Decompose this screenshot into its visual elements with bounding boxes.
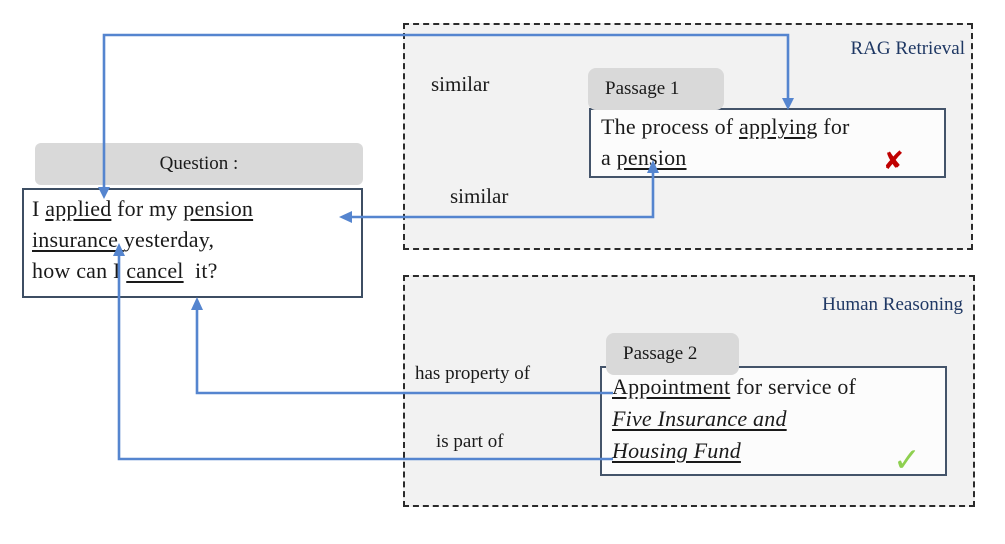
question-text-line: I applied for my pension	[32, 193, 353, 224]
question-text-line: insurance yesterday,	[32, 224, 353, 255]
rag-panel-title: RAG Retrieval	[850, 38, 965, 59]
underlined-term: pension	[183, 196, 254, 221]
passage-2-box: Appointment for service of Five Insuranc…	[600, 366, 947, 476]
underlined-term: cancel	[126, 258, 184, 283]
underlined-term: Appointment	[612, 374, 731, 399]
human-reasoning-panel: Human Reasoning has property of is part …	[403, 275, 975, 507]
relation-label-is-part-of: is part of	[436, 431, 504, 452]
underlined-term: applying	[739, 114, 818, 139]
text-segment: how can I	[32, 258, 127, 283]
incorrect-cross-icon: ✘	[882, 146, 904, 175]
passage-1-tab: Passage 1	[588, 68, 724, 110]
underlined-term: pension	[616, 145, 687, 170]
text-segment: yesterday,	[123, 227, 215, 252]
question-label: Question :	[35, 143, 363, 185]
text-segment: I	[32, 196, 46, 221]
rag-retrieval-panel: RAG Retrieval similar similar Passage 1 …	[403, 23, 973, 250]
relation-label-similar-top: similar	[431, 72, 490, 96]
underlined-italic-term: Housing Fund	[612, 438, 741, 463]
passage-2-tab: Passage 2	[606, 333, 739, 375]
underlined-term: applied	[45, 196, 112, 221]
passage-1-box: The process of applying for a pension ✘	[589, 108, 946, 178]
text-segment: a	[601, 145, 617, 170]
underlined-italic-term: Five Insurance and	[612, 406, 787, 431]
underlined-term: insurance	[32, 227, 124, 252]
text-segment: it?	[183, 258, 218, 283]
relation-label-has-property-of: has property of	[415, 363, 531, 384]
human-panel-title: Human Reasoning	[822, 294, 963, 315]
passage-text-line: Appointment for service of	[612, 371, 935, 403]
relation-label-similar-bottom: similar	[450, 184, 509, 208]
arrowhead-up-cancel	[191, 297, 203, 310]
correct-check-icon: ✓	[893, 440, 921, 479]
text-segment: The process of	[601, 114, 740, 139]
question-box: I applied for my pension insurance yeste…	[22, 188, 363, 298]
text-segment: for my	[111, 196, 184, 221]
text-segment: for	[817, 114, 850, 139]
passage-text-line: Housing Fund	[612, 435, 935, 467]
passage-text-line: The process of applying for	[601, 111, 934, 142]
text-segment: for service of	[730, 374, 857, 399]
passage-text-line: Five Insurance and	[612, 403, 935, 435]
question-text-line: how can I cancel it?	[32, 255, 353, 286]
